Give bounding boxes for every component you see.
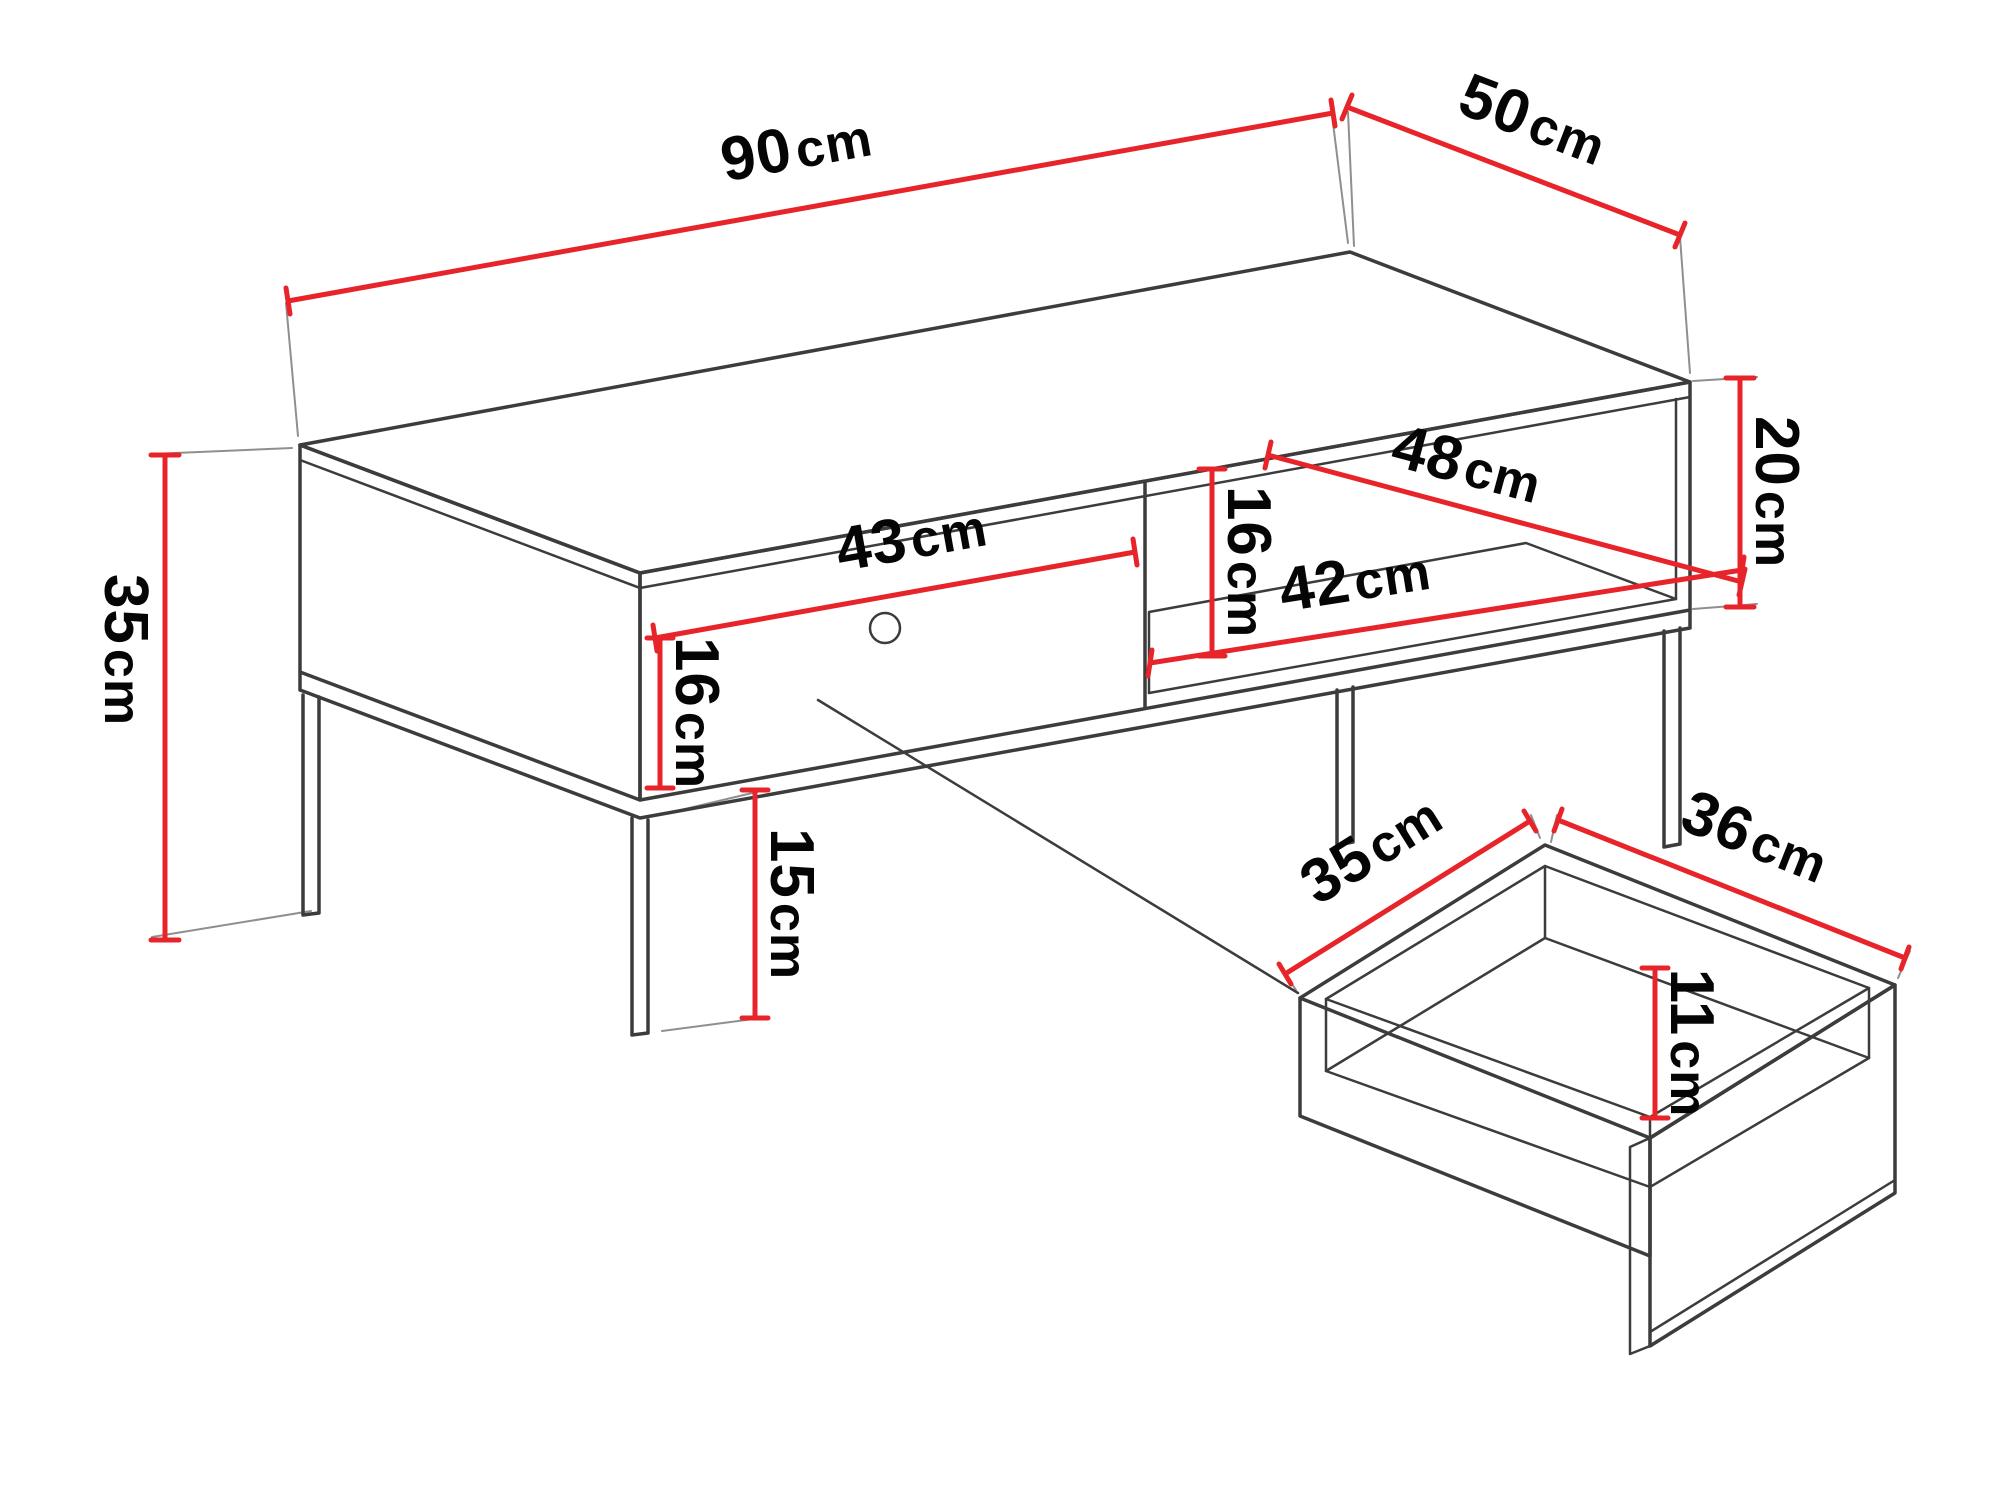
drawer-side-wall [1298,996,1652,1258]
dim-total-height-35: 35cm [91,452,182,943]
drawer-face-panel [1648,983,1897,1348]
leg-front-right [1662,626,1682,849]
drawer-knob [868,611,902,645]
dim-label-niche-height: 16cm [1214,486,1283,638]
dim-line [283,97,1338,317]
dim-niche-width-42: 42cm [1145,534,1747,679]
cabinet-legs [301,626,1682,1037]
dim-depth-50: 50cm [1339,60,1688,250]
dim-drawer-box-height-11: 11cm [1639,965,1726,1121]
dim-label-drawer-box-length: 36cm [1672,777,1839,897]
dim-line [1276,808,1539,987]
leg-front-left [630,816,650,1037]
dim-body-height-20: 20cm [1723,375,1811,610]
drawer-box-drawing [1298,843,1897,1356]
drawer-rim-inner [1324,864,1871,1119]
dim-drawer-front-width-43: 43cm [650,490,1140,654]
extension-line [1331,114,1349,244]
dim-label-body-height: 20cm [1742,416,1811,568]
extension-line [285,302,299,437]
extension-line [1347,111,1355,247]
extension-line [151,910,312,938]
dim-label-leg-height: 15cm [757,828,826,980]
leg-back-left [301,693,321,917]
dim-line [739,787,771,1021]
dimension-lines: 90cm 50cm 35cm 20cm 43cm 16cm 16cm 48cm [91,60,1912,1121]
dim-drawer-box-width-35: 35cm [1276,779,1539,987]
drawer-face-panel-edge [1628,1136,1897,1356]
dim-label-niche-diagonal: 48cm [1385,411,1550,517]
leg-middle [1335,685,1355,847]
base-frame-rails [298,608,1692,820]
dim-line [1339,92,1688,250]
dim-niche-height-16: 16cm [1196,466,1283,659]
dim-label-depth: 50cm [1450,60,1617,179]
dim-line [1145,554,1747,679]
dim-drawer-box-length-36: 36cm [1551,777,1912,972]
cabinet-front-face [638,380,1692,802]
dim-drawer-front-height-16: 16cm [644,635,731,791]
dim-label-drawer-box-height: 11cm [1657,969,1726,1118]
dim-line [644,635,676,791]
dim-label-width: 90cm [715,100,877,195]
dim-label-drawer-front-height: 16cm [662,637,731,789]
dim-label-drawer-box-width: 35cm [1288,779,1454,918]
drawer-pointer-line [816,698,1300,995]
drawer-floor [1324,936,1871,1189]
cabinet-left-face [298,443,642,802]
niche-interior-floor [1147,541,1678,695]
dim-line [1551,806,1912,972]
cabinet-drawing [298,250,1692,1037]
dim-width-90: 90cm [283,97,1338,317]
extension-line [1679,236,1691,374]
dim-line [1639,965,1671,1121]
top-panel-thickness [298,395,1692,590]
dim-label-niche-width: 42cm [1274,534,1435,626]
dim-line [148,452,182,943]
dim-label-drawer-front-width: 43cm [830,490,992,585]
drawer-inner-corners [1324,864,1871,1189]
dim-niche-diagonal-48: 48cm [1262,411,1748,598]
dim-leg-height-15: 15cm [739,787,826,1021]
dim-label-total-height: 35cm [91,574,160,726]
